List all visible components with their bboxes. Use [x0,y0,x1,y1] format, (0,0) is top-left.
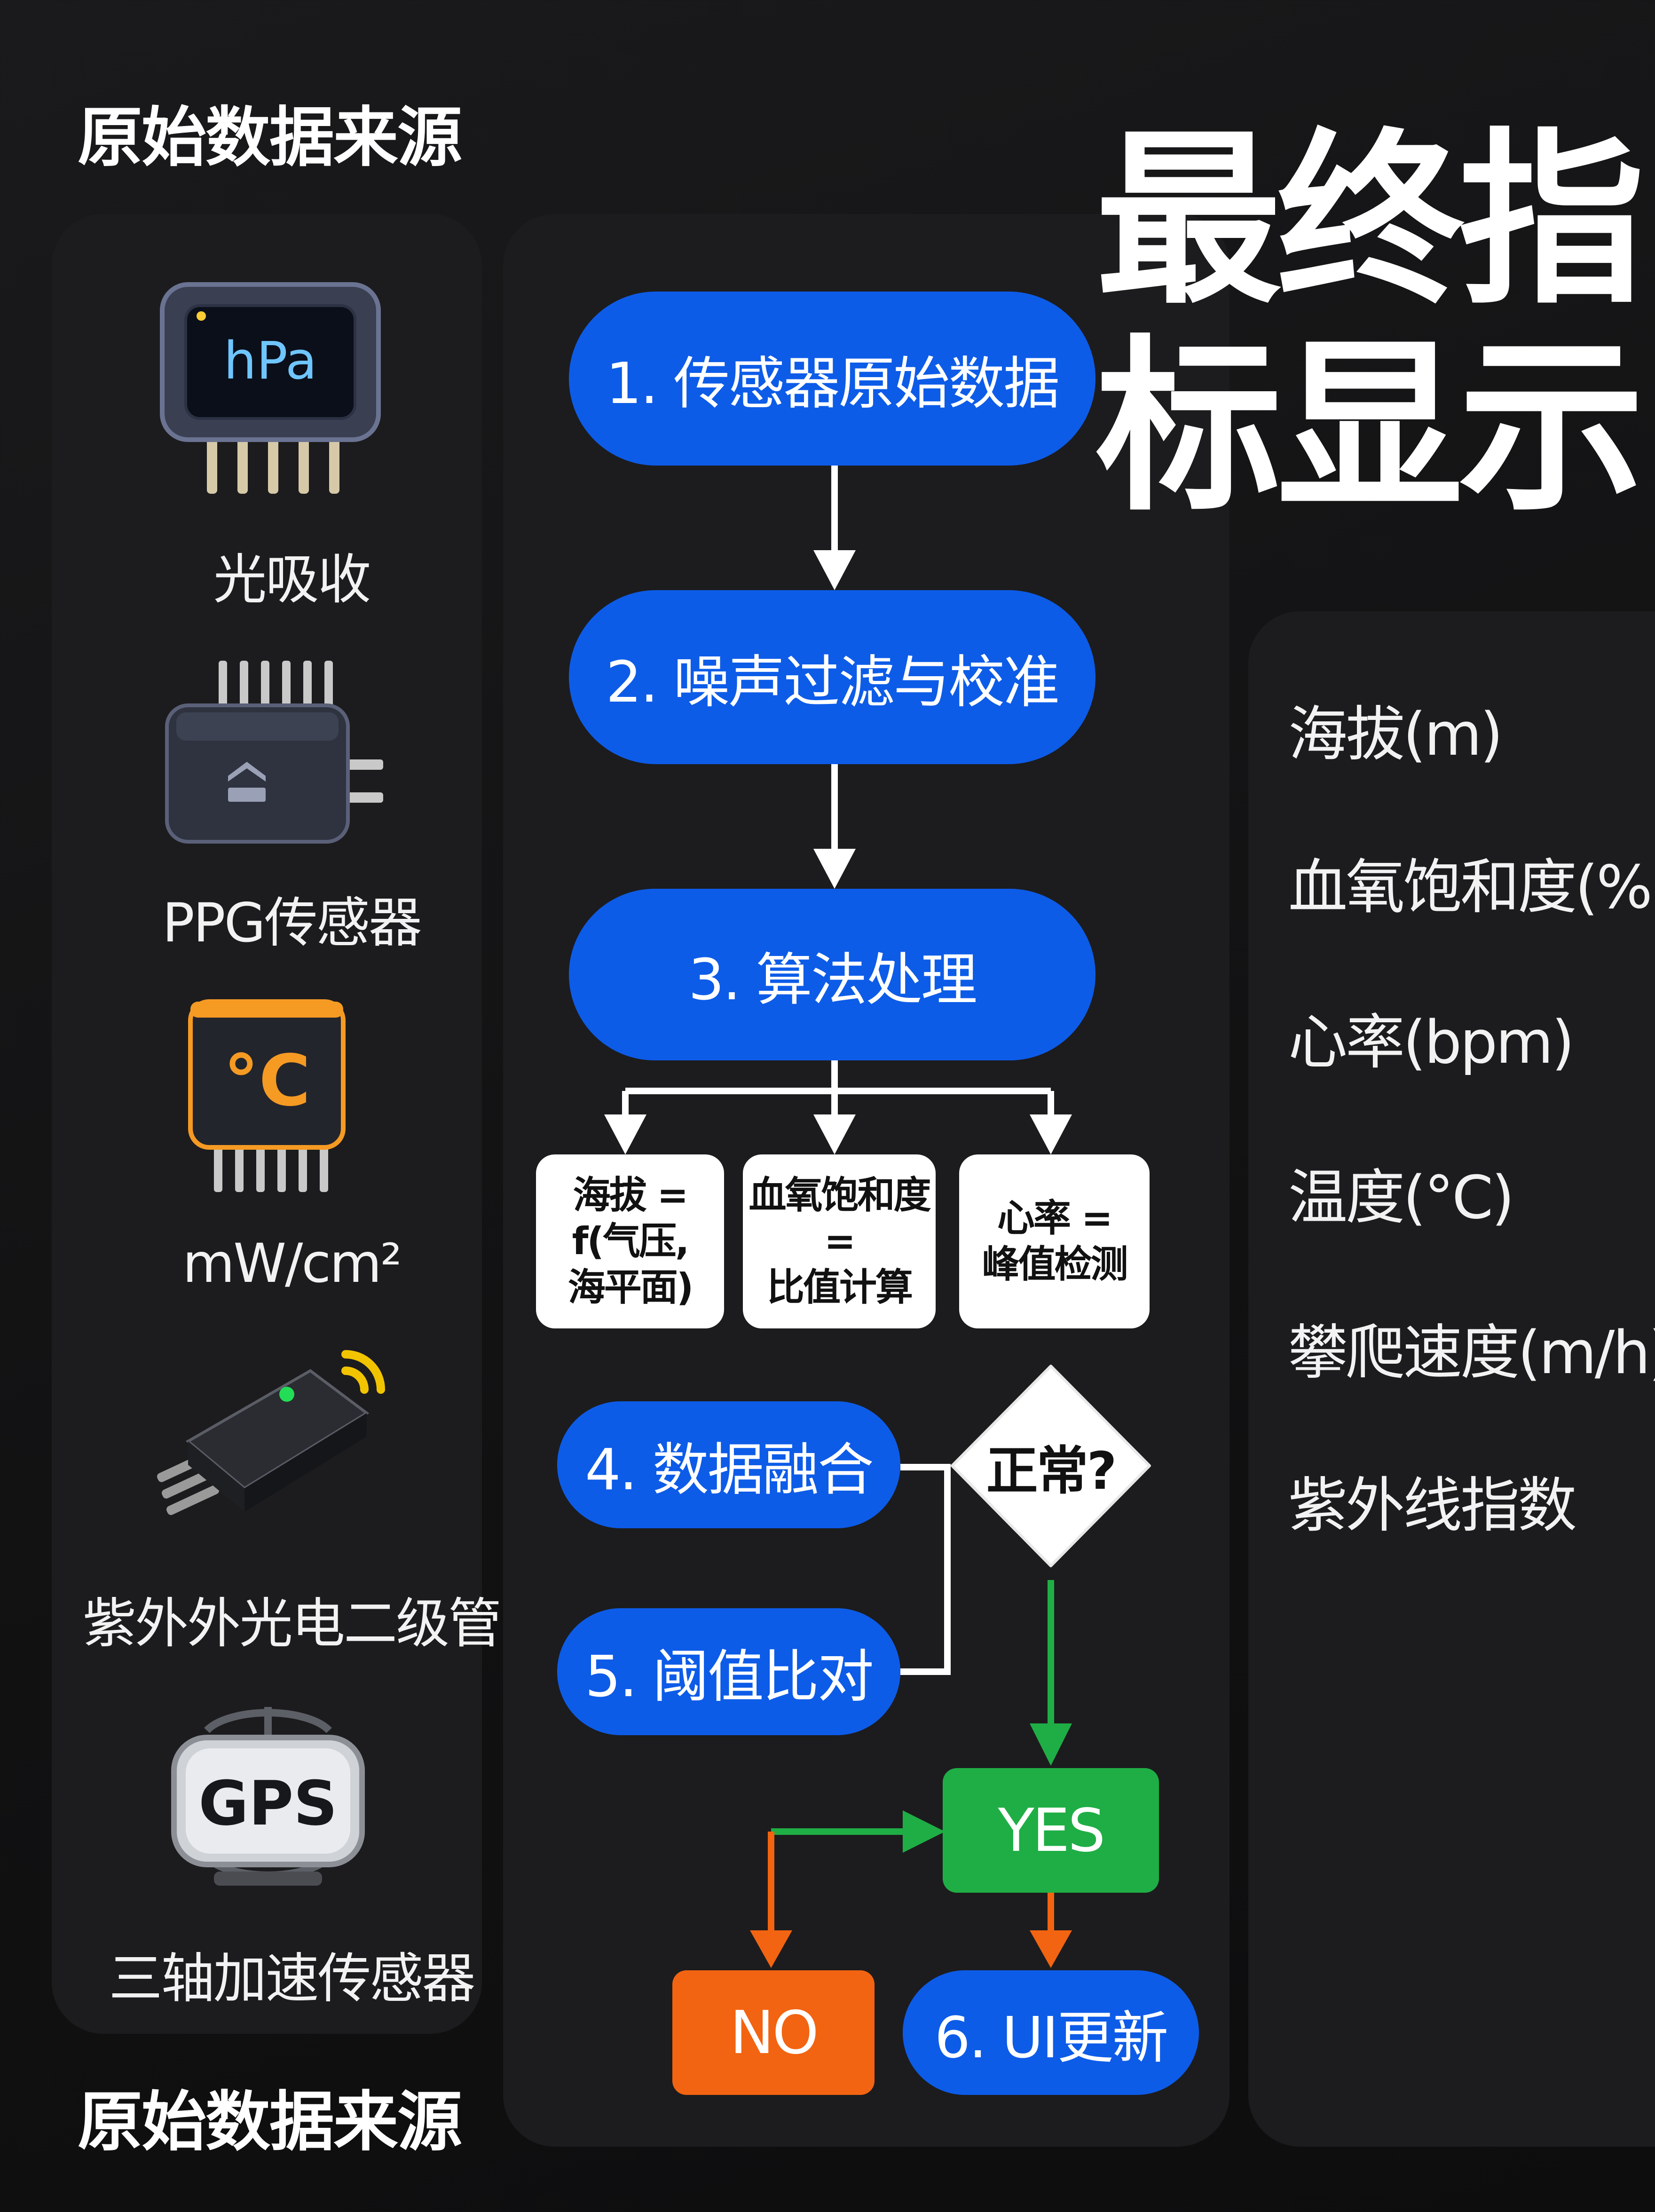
calc-altitude-line1: 海拔 = [573,1173,689,1217]
page-title-line1: 最终指 [1095,112,1645,329]
calc-altitude-line2: f(气压, [572,1219,690,1263]
metric-spo2: 血氧饱和度(%) [1288,853,1655,922]
uv-photodiode-icon [155,1343,400,1531]
decision-label: 正常? [986,1440,1117,1501]
temperature-chip-text: °C [223,1040,310,1122]
barometer-chip-icon: hPa [160,282,381,498]
flow-step-5-threshold: 5. 阈值比对 [557,1608,900,1735]
gps-module-icon: GPS [169,1698,367,1895]
temperature-chip-icon: °C [188,999,348,1197]
flow-step-3-algorithm: 3. 算法处理 [569,889,1095,1060]
calc-spo2-line2: = [824,1219,856,1263]
sensor-label-ppg: PPG传感器 [162,892,422,954]
page-title-line2: 标显示 [1095,319,1645,536]
decision-diamond: 正常? [947,1361,1154,1571]
sources-heading-bottom: 原始数据来源 [78,2084,462,2160]
calc-spo2-line3: 比值计算 [767,1265,913,1309]
flow-step-2-filter-calibrate: 2. 噪声过滤与校准 [569,590,1095,764]
sensor-label-light-absorption: 光吸收 [213,548,371,611]
sensor-label-uv-photodiode: 紫外外光电二级管 [82,1592,502,1655]
metric-heart-rate: 心率(bpm) [1288,1008,1575,1077]
flow-step-1-raw-data: 1. 传感器原始数据 [569,292,1095,466]
calc-heart-rate-box: 心率 = 峰值检测 [959,1154,1150,1328]
ppg-chip-icon [162,658,383,846]
calc-hr-line1: 心率 = [997,1196,1113,1240]
calc-spo2-line1: 血氧饱和度 [749,1173,931,1217]
calc-hr-line2: 峰值检测 [982,1242,1128,1286]
calc-spo2-box: 血氧饱和度 = 比值计算 [743,1154,936,1328]
calc-altitude-box: 海拔 = f(气压, 海平面) [536,1154,724,1328]
sources-heading-top: 原始数据来源 [78,100,462,175]
barometer-chip-text: hPa [224,331,317,391]
metric-climb-rate: 攀爬速度(m/h) [1288,1318,1655,1387]
metric-uv-index: 紫外线指数 [1288,1471,1577,1540]
yes-box: YES [943,1768,1159,1893]
sensor-label-uv-power: mW/cm² [182,1232,402,1295]
flow-step-6-ui-update: 6. UI更新 [903,1970,1199,2095]
calc-altitude-line3: 海平面) [567,1265,694,1309]
no-box: NO [672,1970,875,2095]
metric-temperature: 温度(°C) [1288,1163,1514,1232]
gps-module-text: GPS [198,1768,338,1839]
sensor-label-accelerometer: 三轴加速传感器 [109,1947,475,2010]
flow-step-4-fusion: 4. 数据融合 [557,1401,900,1528]
metrics-panel [1248,611,1655,2147]
metric-altitude: 海拔(m) [1288,700,1503,769]
